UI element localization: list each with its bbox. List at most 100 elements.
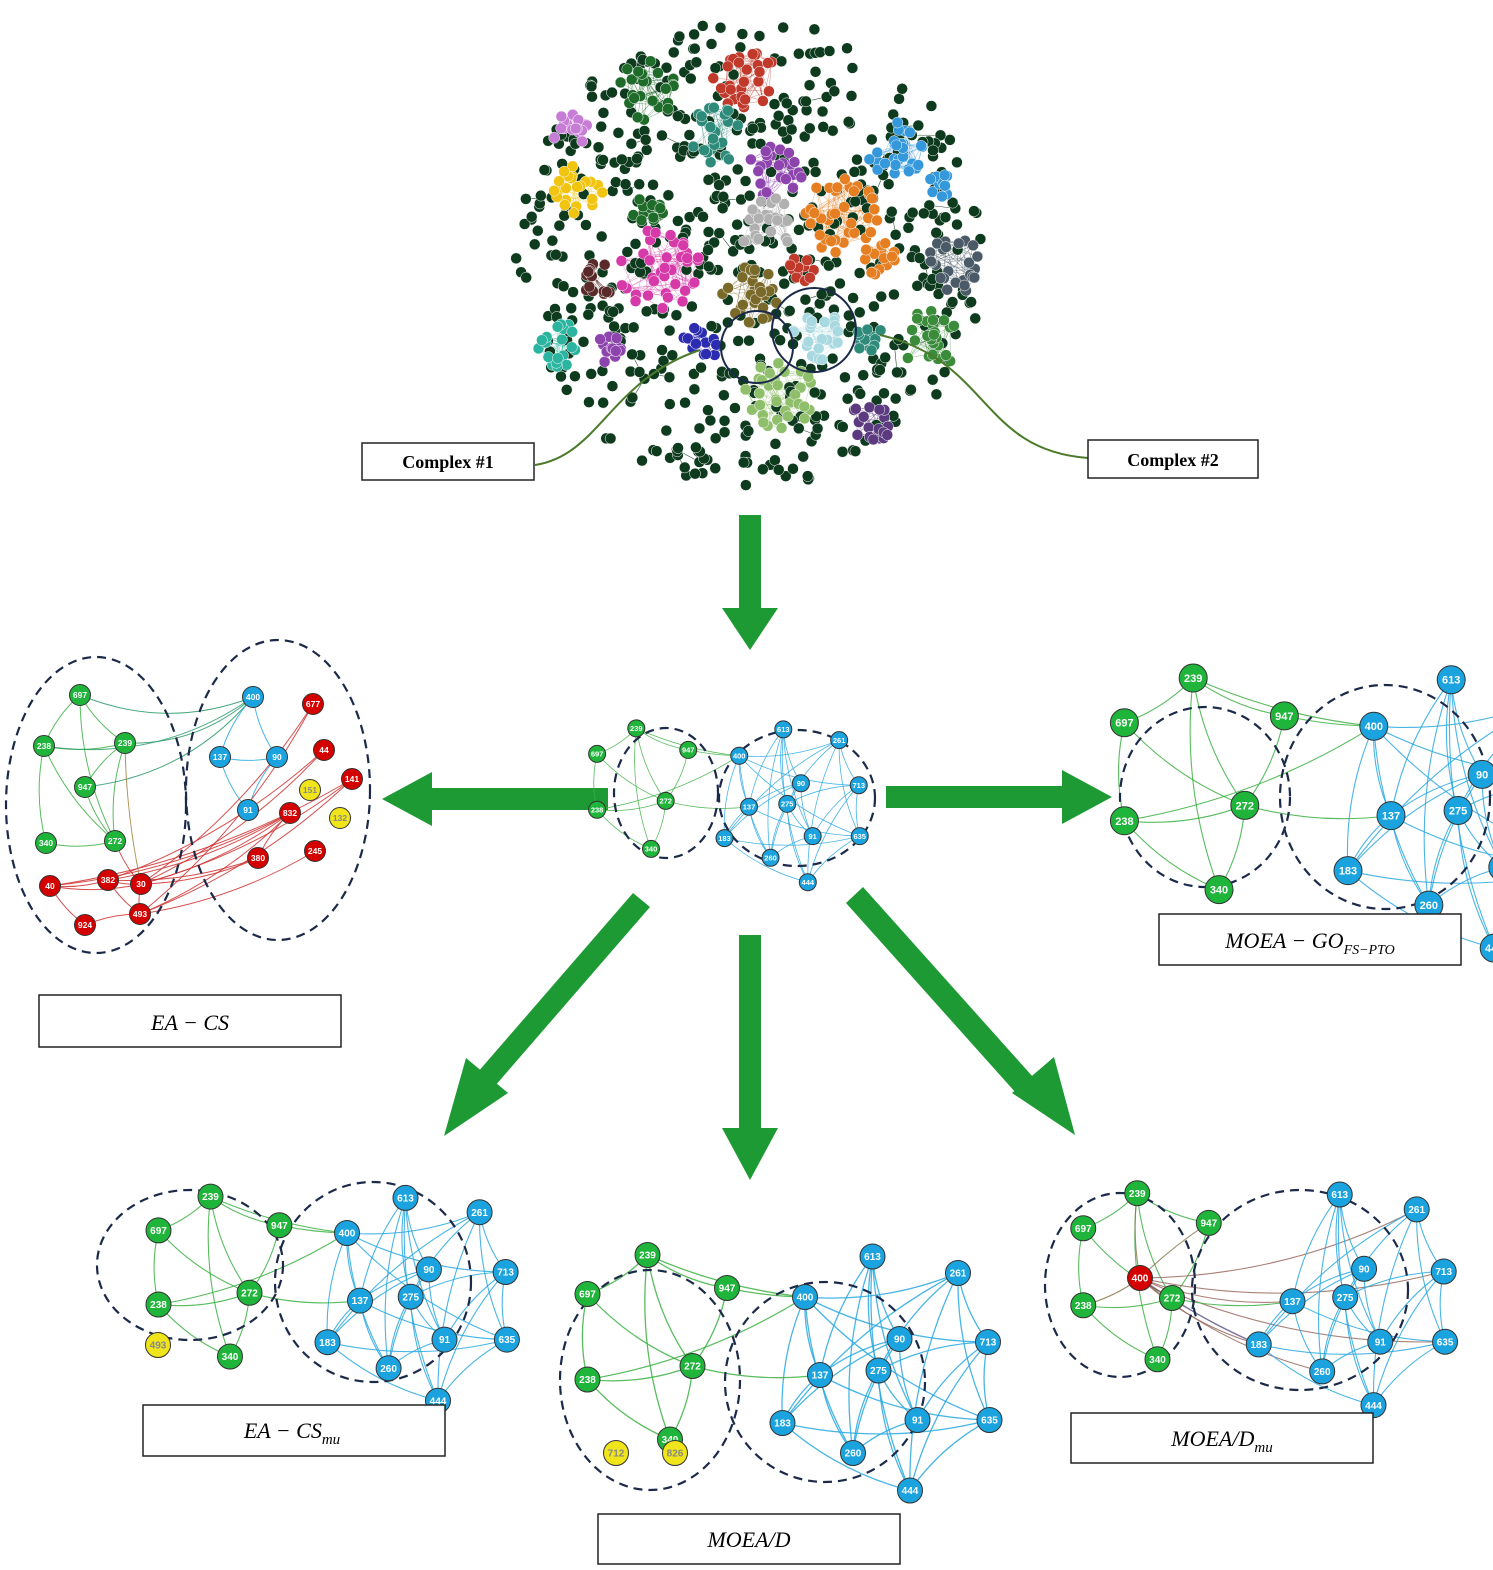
- protein-node-circle: [74, 914, 96, 936]
- protein-node-circle: [792, 1284, 818, 1310]
- protein-node-label: 340: [1210, 885, 1228, 897]
- cluster-node: [832, 325, 844, 338]
- protein-node-137: 137: [347, 1287, 373, 1314]
- protein-node-label: 239: [630, 724, 643, 733]
- network-node: [965, 296, 977, 308]
- network-node: [610, 176, 622, 188]
- cluster-edge: [729, 64, 758, 86]
- protein-node-label: 444: [1485, 943, 1493, 955]
- cluster-node: [866, 192, 878, 205]
- protein-node-label: 261: [471, 1208, 488, 1219]
- network-node: [604, 432, 617, 445]
- cluster-node: [746, 48, 759, 60]
- network-node: [608, 320, 620, 333]
- protein-node-circle: [1144, 1346, 1171, 1373]
- protein-node-circle: [1488, 856, 1493, 878]
- protein-node-238: 238: [574, 1366, 601, 1393]
- interaction-edge: [909, 1272, 959, 1491]
- cluster-node: [733, 56, 745, 69]
- protein-node-circle: [266, 746, 288, 768]
- cluster-node: [851, 429, 864, 441]
- cluster-node: [904, 126, 916, 139]
- interaction-edge: [782, 1422, 911, 1492]
- arrow-right: [886, 770, 1112, 824]
- network-node: [678, 461, 691, 474]
- protein-node-label: 340: [645, 845, 658, 854]
- complex1-connector: [534, 349, 701, 466]
- network-node: [650, 445, 663, 457]
- protein-node-label: 400: [733, 752, 746, 761]
- protein-node-circle: [1333, 856, 1363, 886]
- cluster-node: [770, 395, 783, 408]
- cluster-node: [722, 104, 734, 117]
- protein-node-label: 91: [809, 832, 817, 841]
- protein-node-947: 947: [1269, 701, 1299, 731]
- protein-node-label: 137: [812, 1371, 829, 1382]
- protein-node-label: 275: [870, 1366, 887, 1377]
- network-node: [798, 130, 811, 143]
- protein-node-712: 712: [603, 1440, 629, 1466]
- complex-boundary: [1278, 683, 1492, 911]
- cluster-node: [749, 264, 761, 276]
- cluster-node: [938, 169, 951, 181]
- protein-node-132: 132: [329, 807, 351, 829]
- network-node: [528, 238, 541, 251]
- network-node: [713, 227, 726, 239]
- cluster-node: [857, 411, 870, 423]
- protein-node-circle: [1279, 1288, 1306, 1315]
- protein-node-label: 493: [133, 909, 147, 919]
- cluster-node: [598, 356, 611, 368]
- protein-node-label: 444: [802, 878, 815, 887]
- network-node: [619, 178, 632, 190]
- interaction-edge: [38, 745, 47, 844]
- protein-node-613: 613: [1436, 665, 1466, 695]
- network-node: [727, 245, 739, 258]
- cluster-node: [704, 121, 717, 133]
- protein-node-circle: [1443, 795, 1473, 825]
- protein-node-circle: [347, 1287, 373, 1314]
- protein-node-677: 677: [302, 693, 324, 715]
- network-node: [826, 352, 839, 365]
- network-node: [854, 388, 867, 400]
- cluster-node: [569, 122, 582, 135]
- protein-node-label: 712: [608, 1449, 625, 1460]
- panel-dashed-ellipses: [95, 1180, 473, 1384]
- network-node: [842, 116, 855, 128]
- protein-node-circle: [1245, 1331, 1272, 1358]
- protein-node-circle: [1109, 806, 1139, 836]
- cluster-node: [784, 259, 796, 272]
- cluster-node: [831, 181, 844, 194]
- protein-node-label: 137: [743, 802, 756, 811]
- protein-node-label: 635: [981, 1416, 998, 1427]
- protein-node-label: 238: [150, 1300, 167, 1311]
- cluster-node: [782, 410, 794, 423]
- protein-node-label: 90: [797, 779, 805, 788]
- network-node: [927, 144, 939, 157]
- network-node: [918, 207, 930, 220]
- interaction-edge: [158, 1232, 348, 1306]
- network-node: [747, 122, 759, 135]
- network-node: [716, 202, 729, 214]
- network-node: [606, 86, 618, 99]
- network-node: [874, 364, 886, 376]
- protein-node-272: 272: [656, 791, 675, 810]
- protein-node-713: 713: [492, 1259, 519, 1285]
- network-node: [740, 479, 752, 491]
- arrow-down-top: [722, 515, 778, 650]
- protein-node-340: 340: [1204, 875, 1234, 905]
- network-node: [631, 152, 643, 165]
- cluster-node: [656, 302, 669, 314]
- network-node: [525, 211, 538, 223]
- protein-node-circle: [574, 1281, 601, 1307]
- protein-node-circle: [769, 1410, 796, 1436]
- interaction-edge: [112, 742, 126, 842]
- protein-node-label: 238: [591, 805, 604, 814]
- interaction-edge: [139, 812, 291, 915]
- network-node: [808, 23, 821, 36]
- protein-node-label: 261: [833, 736, 846, 745]
- protein-node-circle: [341, 768, 363, 790]
- cluster-node: [708, 101, 720, 114]
- network-node: [585, 80, 598, 93]
- protein-node-137: 137: [740, 797, 758, 816]
- protein-node-circle: [236, 1279, 263, 1306]
